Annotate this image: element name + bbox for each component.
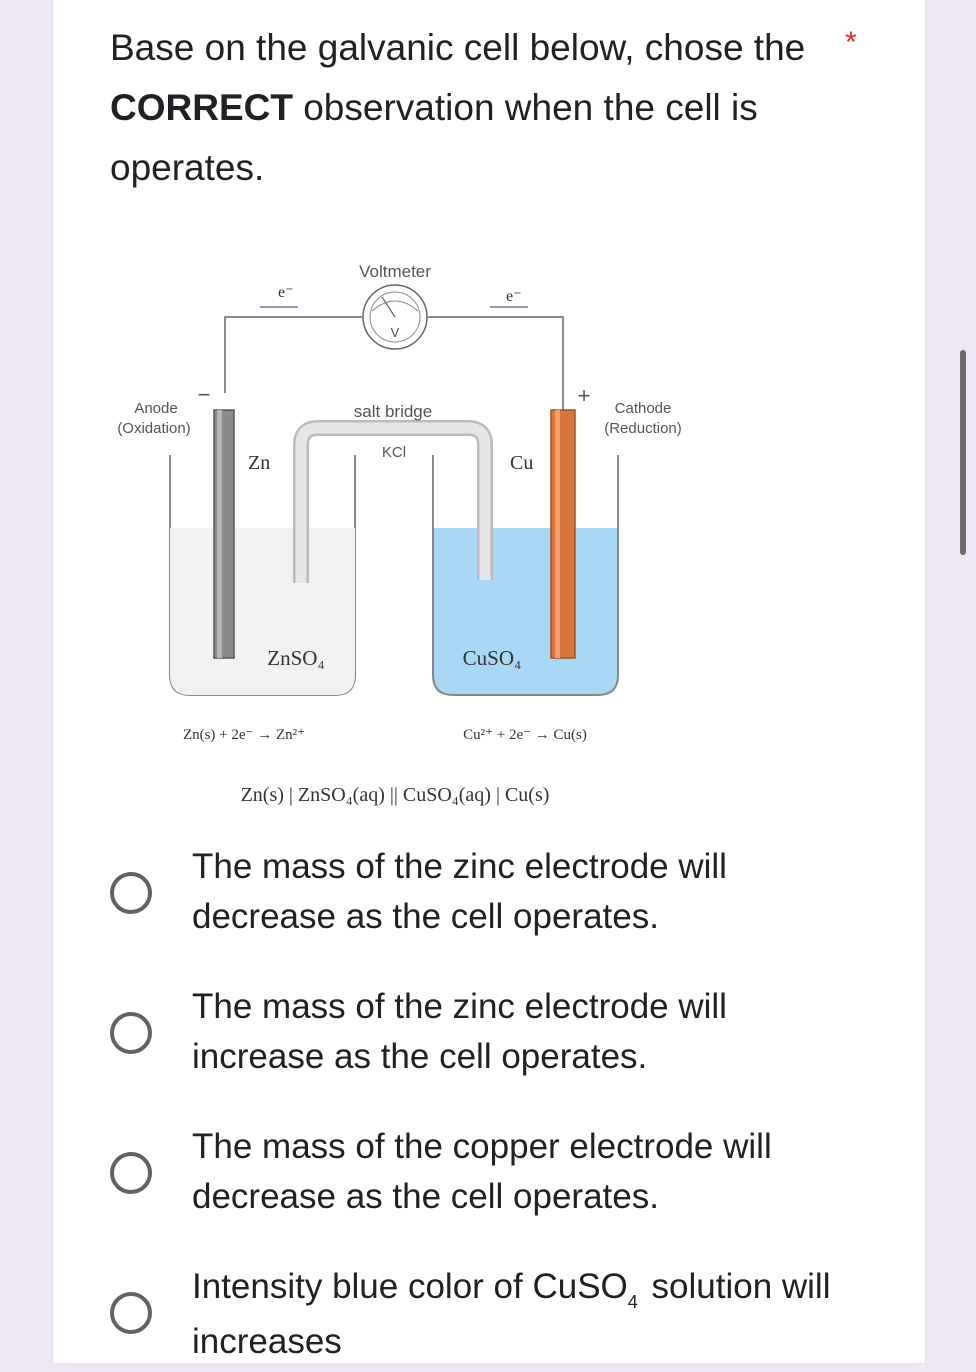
left-solution <box>170 528 355 695</box>
scrollbar-thumb[interactable] <box>960 350 966 555</box>
question-title: Base on the galvanic cell below, chose t… <box>110 18 830 198</box>
cathode-sign: + <box>578 383 591 408</box>
galvanic-cell-svg: Voltmeter V e⁻ e⁻ Anode (Oxidation) − Ca… <box>117 262 682 806</box>
galvanic-cell-diagram: Voltmeter V e⁻ e⁻ Anode (Oxidation) − Ca… <box>100 245 720 825</box>
question-emphasis: CORRECT <box>110 87 293 128</box>
voltmeter-symbol: V <box>391 325 400 340</box>
cathode-sub-label: (Reduction) <box>604 420 682 437</box>
anode-sub-label: (Oxidation) <box>117 420 190 437</box>
option-3[interactable]: The mass of the copper electrode will de… <box>110 1122 830 1232</box>
option-label: The mass of the copper electrode will de… <box>192 1127 772 1216</box>
electron-label-left: e⁻ <box>278 284 294 301</box>
question-text-part: observation when the cell is operates. <box>110 87 758 188</box>
right-reaction: Cu²⁺ + 2e⁻ → Cu(s) <box>463 727 587 743</box>
option-1[interactable]: The mass of the zinc electrode will decr… <box>110 842 830 952</box>
right-solution-label: CuSO₄ <box>463 646 522 670</box>
option-4[interactable]: Intensity blue color of CuSO4 solution w… <box>110 1262 832 1372</box>
left-reaction: Zn(s) + 2e⁻ → Zn²⁺ <box>183 727 305 743</box>
right-solution <box>433 528 618 695</box>
anode-label: Anode <box>134 400 177 417</box>
salt-bridge-label: salt bridge <box>354 402 432 421</box>
radio-button[interactable] <box>110 1292 152 1334</box>
radio-button[interactable] <box>110 1152 152 1194</box>
cathode-label: Cathode <box>615 400 672 417</box>
electron-label-right: e⁻ <box>506 288 522 305</box>
zn-label: Zn <box>248 452 270 474</box>
option-label: The mass of the zinc electrode will incr… <box>192 987 727 1076</box>
question-text-part: Base on the galvanic cell below, chose t… <box>110 27 806 68</box>
option-label: Intensity blue color of CuSO4 solution w… <box>192 1262 832 1367</box>
cu-label: Cu <box>510 452 533 474</box>
right-beaker <box>432 455 619 696</box>
option-text-part: Intensity blue color of CuSO <box>192 1267 628 1306</box>
cell-notation: Zn(s) | ZnSO₄(aq) || CuSO₄(aq) | Cu(s) <box>241 784 550 806</box>
left-solution-label: ZnSO₄ <box>267 646 325 670</box>
option-2[interactable]: The mass of the zinc electrode will incr… <box>110 982 830 1092</box>
radio-button[interactable] <box>110 872 152 914</box>
voltmeter-icon <box>362 284 428 350</box>
voltmeter-label: Voltmeter <box>359 262 431 281</box>
copper-electrode <box>550 409 576 659</box>
required-asterisk: * <box>845 26 857 59</box>
radio-button[interactable] <box>110 1012 152 1054</box>
option-text-part: solution will increases <box>192 1267 831 1361</box>
option-subscript: 4 <box>627 1292 638 1312</box>
salt-bridge-salt: KCl <box>382 444 406 461</box>
anode-sign: − <box>198 382 211 407</box>
option-label: The mass of the zinc electrode will decr… <box>192 847 727 936</box>
